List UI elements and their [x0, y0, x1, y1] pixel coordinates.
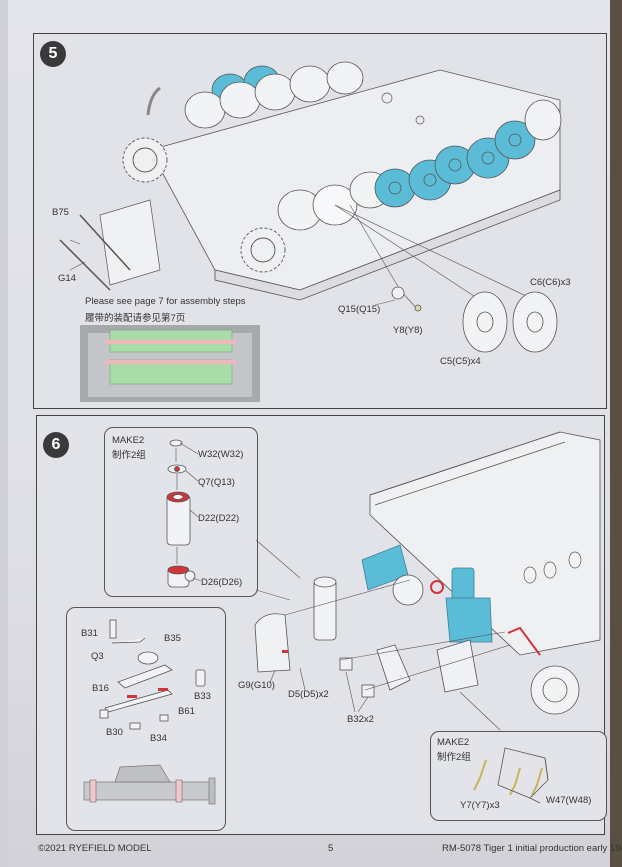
part-label-d22: D22(D22)	[198, 513, 240, 524]
hull-rear	[369, 431, 601, 656]
track-plate-detail	[146, 86, 425, 125]
footer-copyright: ©2021 RYEFIELD MODEL	[38, 843, 152, 854]
part-label-y7: Y7(Y7)x3	[460, 800, 500, 811]
make-count-label-cn-2: 制作2组	[437, 752, 471, 763]
blue-parts	[361, 544, 493, 643]
part-label-q7: Q7(Q13)	[198, 477, 235, 488]
part-label-w47: W47(W48)	[546, 795, 592, 806]
part-label-b33: B33	[194, 691, 211, 702]
make-count-label: MAKE2	[112, 435, 145, 446]
part-label-y8: Y8(Y8)	[393, 325, 423, 336]
part-label-b31: B31	[81, 628, 98, 639]
assembled-arm-preview	[83, 764, 216, 805]
part-label-c5: C5(C5)x4	[440, 356, 481, 367]
page-number: 5	[328, 843, 334, 854]
road-wheels-near	[277, 99, 562, 231]
idler-arm-assembled	[313, 576, 337, 641]
make-count-label-cn: 制作2组	[112, 450, 146, 461]
track-note-en: Please see page 7 for assembly steps	[85, 296, 246, 307]
part-label-c6: C6(C6)x3	[530, 277, 571, 288]
part-label-d5: D5(D5)x2	[288, 689, 329, 700]
part-label-b30: B30	[106, 727, 123, 738]
make-count-label-2: MAKE2	[437, 737, 470, 748]
part-label-d26: D26(D26)	[201, 577, 243, 588]
track-links-assembly	[59, 199, 161, 291]
page-edge	[0, 0, 8, 867]
part-label-b35: B35	[164, 633, 181, 644]
part-label-w32: W32(W32)	[198, 449, 244, 460]
track-note-cn: 履带的装配请参见第7页	[85, 313, 186, 324]
part-label-g14: G14	[58, 273, 76, 284]
step-number-5: 5	[40, 41, 66, 67]
part-label-b32: B32x2	[347, 714, 374, 725]
part-label-b61: B61	[178, 706, 195, 717]
part-label-b16: B16	[92, 683, 109, 694]
step-number-6: 6	[43, 432, 69, 458]
road-wheels-far	[184, 61, 364, 129]
part-label-b34: B34	[150, 733, 167, 744]
part-label-q3: Q3	[91, 651, 104, 662]
drive-sprocket	[122, 137, 286, 273]
footer-product: RM-5078 Tiger 1 initial production early…	[442, 843, 622, 854]
torsion-bars	[523, 551, 582, 584]
part-label-q15: Q15(Q15)	[338, 304, 381, 315]
part-label-g9: G9(G10)	[238, 680, 275, 691]
part-label-b75: B75	[52, 207, 69, 218]
small-parts	[391, 286, 422, 312]
mudguard	[254, 613, 291, 673]
loose-wheels	[462, 291, 558, 353]
